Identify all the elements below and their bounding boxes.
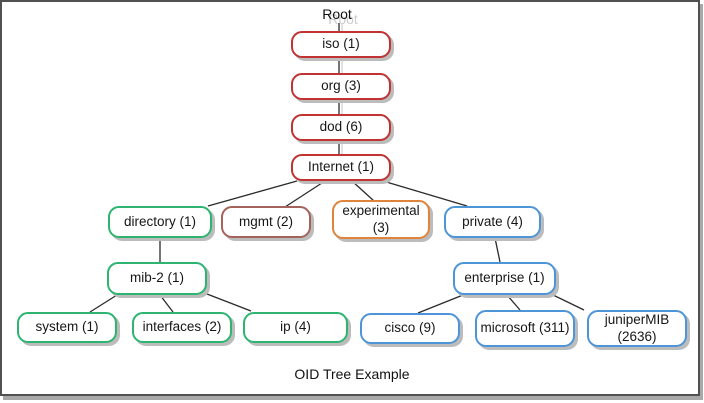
- root-label: Root: [322, 6, 352, 22]
- node-iso: iso (1): [291, 31, 391, 58]
- node-microsoft: microsoft (311): [475, 310, 575, 347]
- node-system: system (1): [17, 312, 117, 343]
- node-junipermib: juniperMIB (2636): [587, 310, 687, 347]
- node-internet: Internet (1): [291, 154, 391, 181]
- node-dod: dod (6): [291, 114, 391, 141]
- node-org: org (3): [291, 73, 391, 100]
- node-mgmt: mgmt (2): [221, 206, 311, 238]
- node-cisco: cisco (9): [360, 313, 460, 344]
- node-enterprise: enterprise (1): [453, 262, 556, 295]
- node-interfaces: interfaces (2): [132, 312, 232, 343]
- node-ip: ip (4): [243, 312, 348, 343]
- diagram-caption: OID Tree Example: [294, 366, 410, 382]
- node-private: private (4): [444, 206, 541, 238]
- node-experimental: experimental (3): [332, 200, 430, 239]
- node-mib-2: mib-2 (1): [107, 262, 207, 295]
- node-directory: directory (1): [108, 206, 212, 238]
